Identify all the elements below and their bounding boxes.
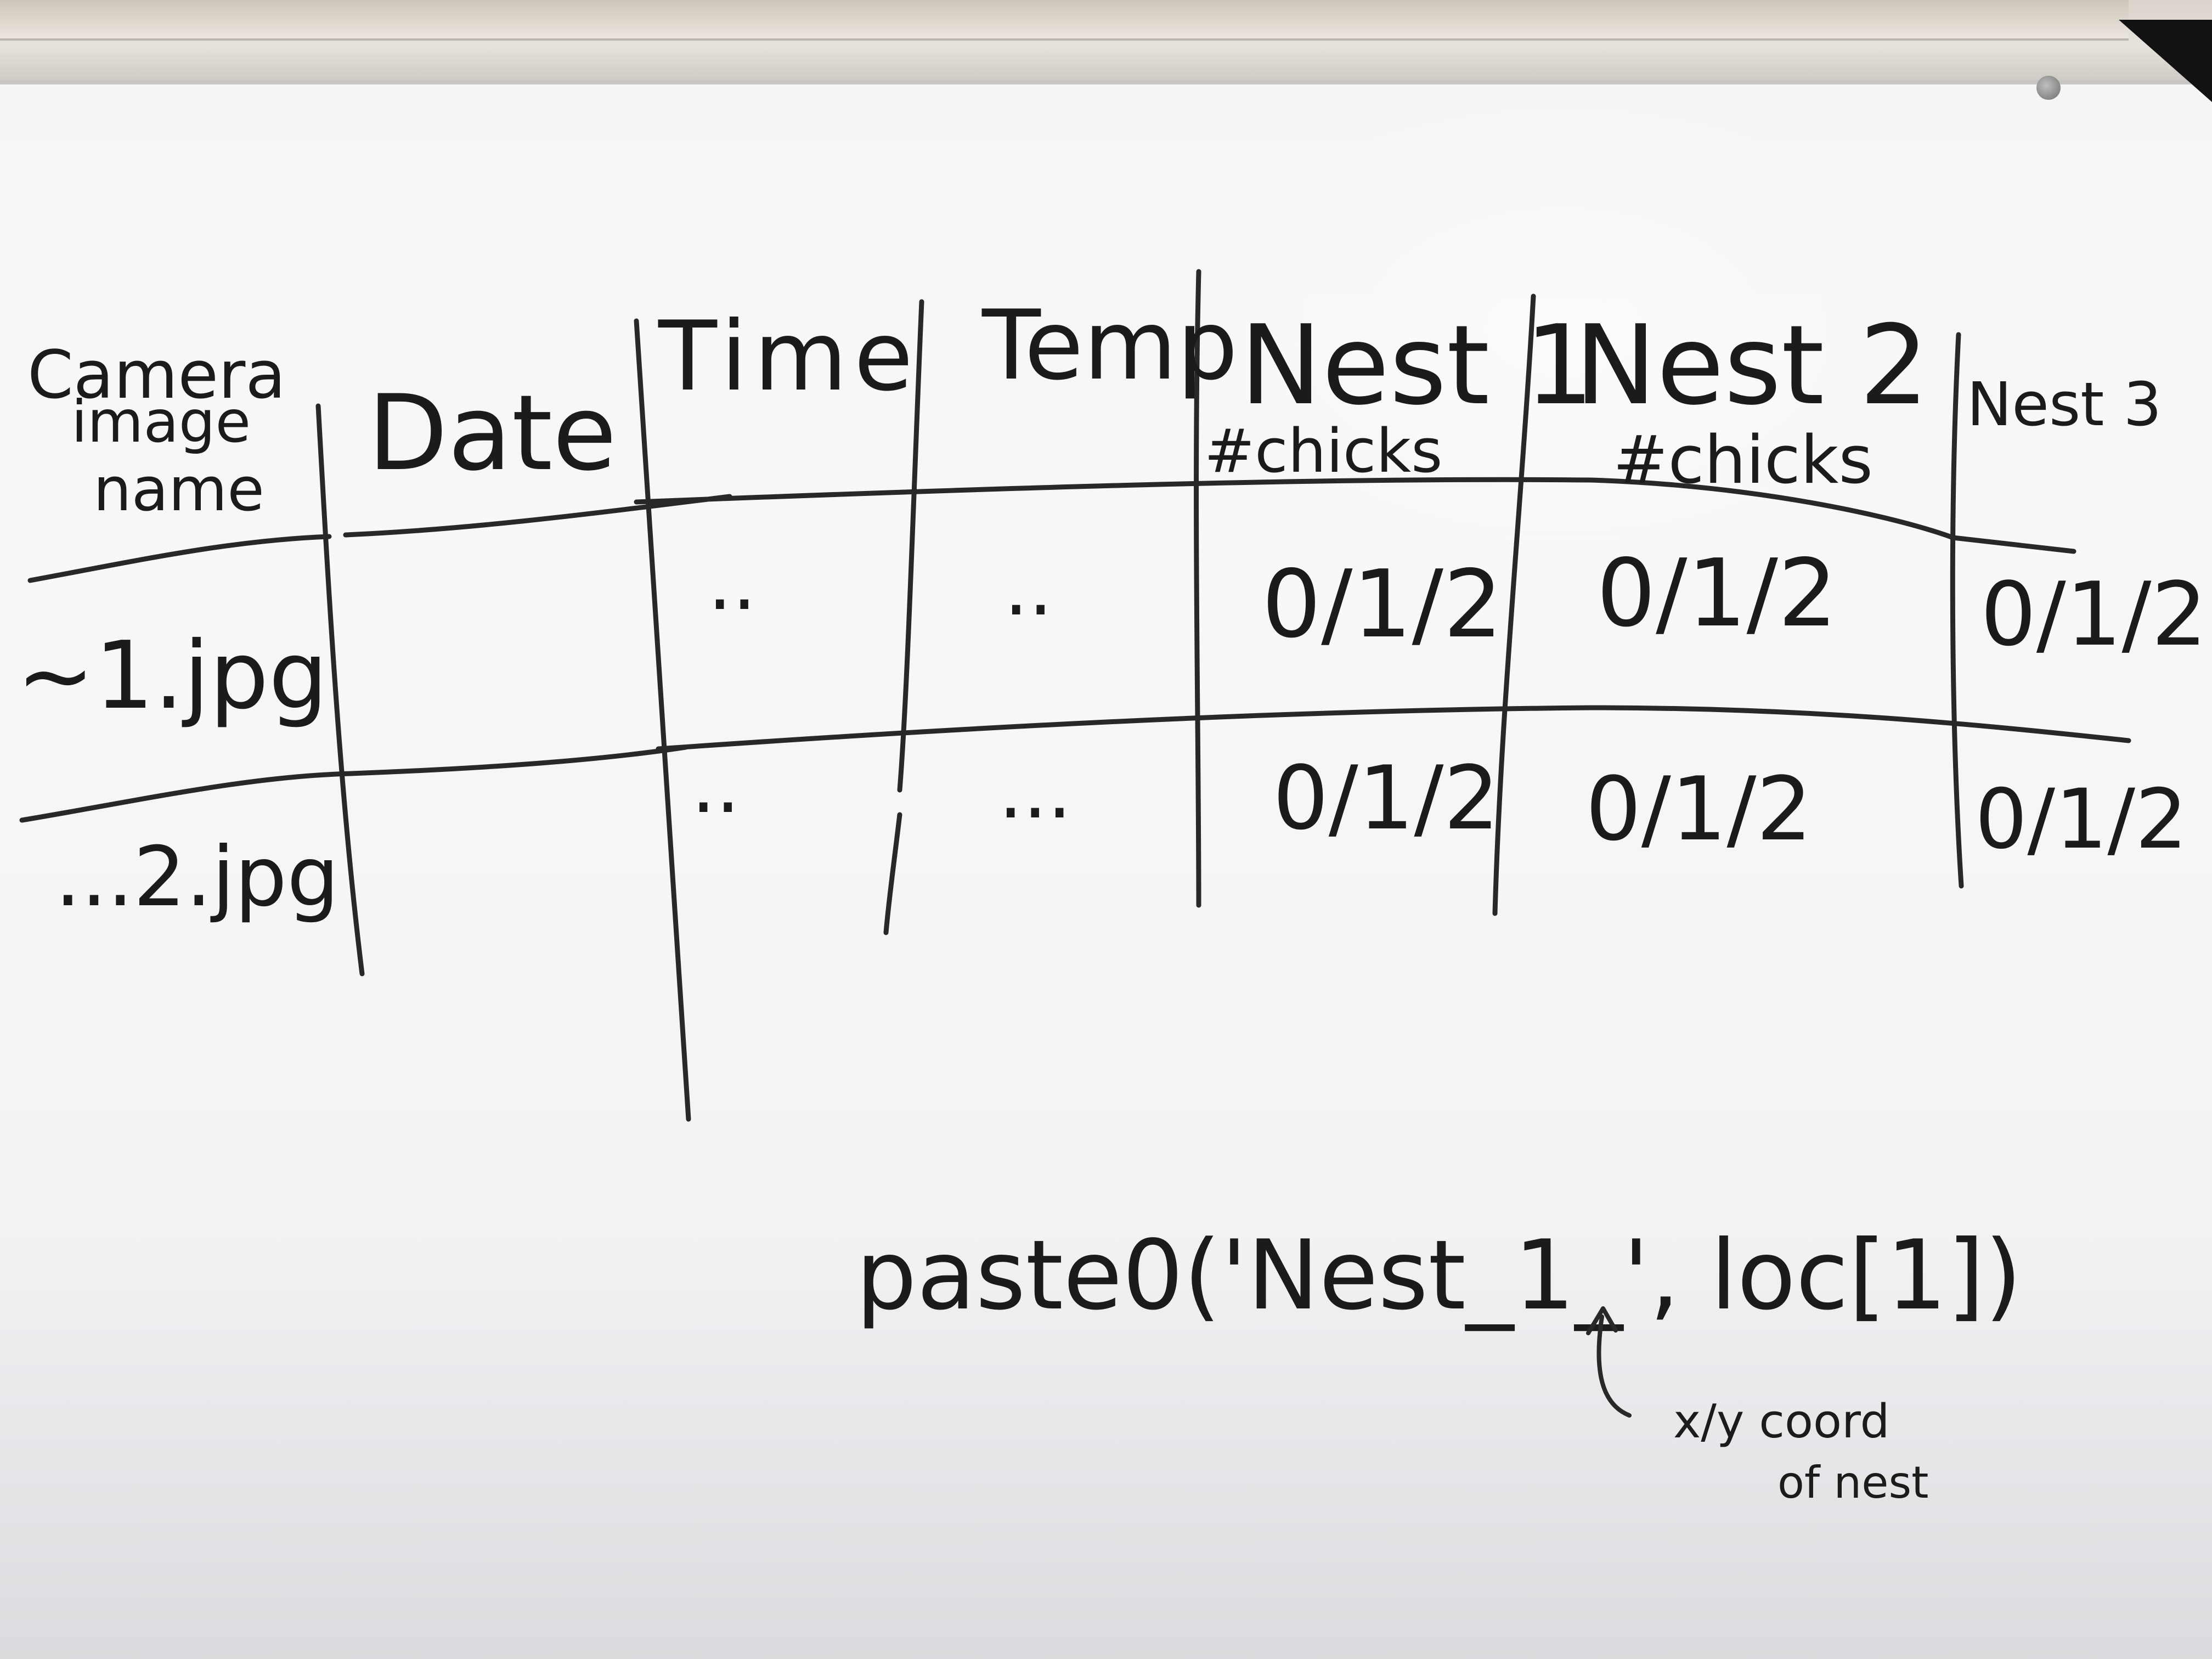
header-nest3: Nest 3: [1967, 369, 2162, 439]
row1-nest3: 0/1/2: [1980, 563, 2207, 665]
header-nest1-chicks: #chicks: [1204, 416, 1442, 486]
screw-head: [2036, 76, 2061, 100]
row1-nest1: 0/1/2: [1262, 550, 1503, 659]
row2-nest2: 0/1/2: [1585, 758, 1812, 860]
row2-nest3: 0/1/2: [1975, 772, 2187, 867]
header-divider: [27, 477, 2076, 583]
col-line-3: [883, 299, 924, 935]
code-paste0: paste0('Nest_1_', loc[1]): [856, 1220, 2022, 1331]
header-image: image: [71, 388, 251, 455]
row1-nest2: 0/1/2: [1596, 539, 1837, 648]
col-line-1: [315, 403, 365, 977]
row2-nest1: 0/1/2: [1273, 747, 1499, 849]
annotation-line2: of nest: [1778, 1457, 1929, 1508]
col-line-6: [1950, 332, 1964, 889]
header-date: Date: [368, 373, 617, 494]
row2-image-name: ...2.jpg: [55, 830, 339, 925]
marker-tray: [0, 0, 2129, 41]
table-grid: [19, 269, 2131, 1122]
col-line-4: [1194, 269, 1201, 908]
board-edge: [0, 80, 2212, 84]
row1-time: ..: [708, 538, 757, 628]
header-nest2: Nest 2: [1575, 302, 1929, 430]
header-camera-image-name: Camera image name: [27, 337, 286, 524]
col-line-2: [634, 318, 691, 1122]
row1-temp: ..: [1004, 544, 1053, 633]
arrow-icon: [1586, 1306, 1632, 1418]
col-line-5: [1492, 294, 1536, 916]
table-row: ...2.jpg .. ... 0/1/2 0/1/2 0/1/2: [55, 741, 2187, 925]
board-top-frame: [0, 0, 2212, 82]
board-shadow: [0, 1262, 2212, 1659]
row2-time: ..: [691, 741, 740, 831]
light-glare: [1152, 82, 1975, 576]
header-time: Time: [658, 301, 919, 413]
annotation-line1: x/y coord: [1673, 1395, 1889, 1449]
row2-temp: ...: [998, 747, 1072, 836]
header-temp: Temp: [981, 290, 1238, 402]
table-row: ~1.jpg .. .. 0/1/2 0/1/2 0/1/2: [16, 538, 2207, 730]
header-name: name: [93, 454, 264, 524]
header-camera: Camera: [27, 337, 286, 414]
header-nest1: Nest 1: [1240, 302, 1594, 430]
header-nest2-chicks: #chicks: [1613, 422, 1873, 499]
row1-image-name: ~1.jpg: [16, 622, 328, 730]
